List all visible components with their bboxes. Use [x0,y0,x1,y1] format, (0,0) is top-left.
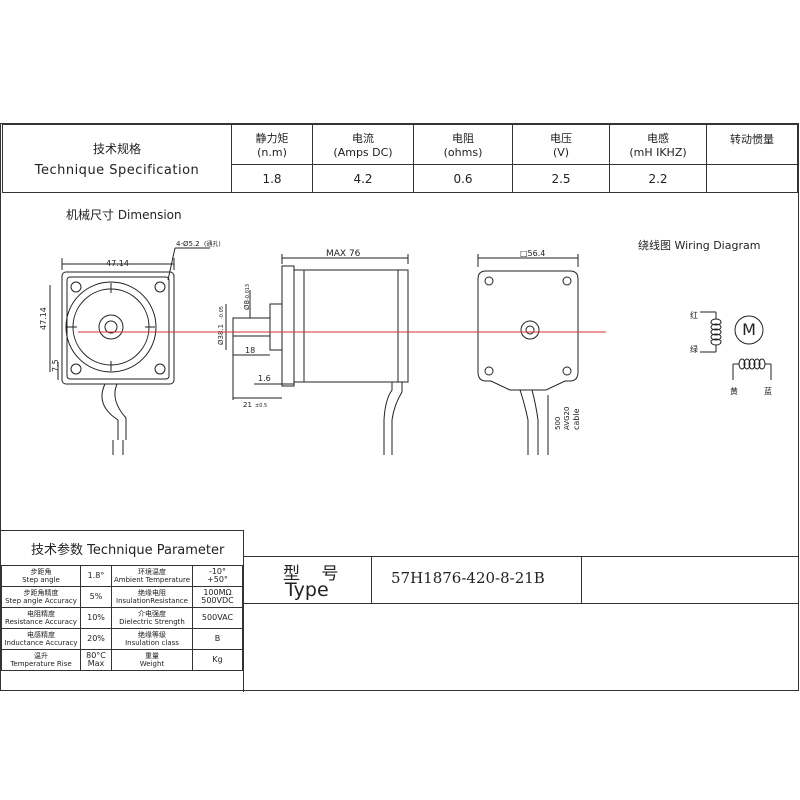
dimension-title: 机械尺寸 Dimension [66,207,182,222]
side-shaft-tol: -0.013 [245,284,251,300]
side-view [225,254,409,455]
back-cable-len: 500 [554,417,562,430]
type-label-cn: 型 号 [283,564,347,584]
spec-head-voltage: 电压(V) [512,124,610,165]
spec-head-torque: 静力矩(n.m) [231,124,313,165]
spec-value-current: 4.2 [312,164,414,193]
front-view [49,247,210,455]
wiring-motor-symbol: M [742,320,756,339]
wiring-title: 绕线图 Wiring Diagram [638,238,760,252]
front-holes-note: (通孔) [204,240,221,248]
spec-head-resistance: 电阻(ohms) [413,124,513,165]
wiring-label-red: 红 [690,310,698,320]
spec-value-voltage: 2.5 [512,164,610,193]
front-offset-label: 7.5 [51,359,60,372]
front-width-label: 47.14 [106,259,129,268]
spec-title-cell: 技术规格 Technique Specification [2,124,232,193]
spec-value-torque: 1.8 [231,164,313,193]
type-row: 型 号 Type 57H1876-420-8-21B [243,556,799,604]
back-cable-word: cable [572,408,581,430]
spec-value-inertia [706,164,798,193]
wiring-label-green: 绿 [690,345,698,354]
side-shafttotal-tol: ±0.5 [255,403,267,409]
spec-table: 技术规格 Technique Specification 静力矩(n.m) 电流… [2,124,798,193]
side-flangethk-label: 1.6 [258,374,271,383]
parameter-title: 技术参数 Technique Parameter [31,542,225,558]
front-holes-label: 4-Ø5.2 [176,240,200,248]
side-flange-tol: -0.05 [219,306,225,319]
side-shaft-label: Ø8 [243,300,251,310]
type-divider [371,557,372,603]
spec-title-cn: 技术规格 [92,141,141,156]
spec-title-en: Technique Specification [34,162,200,178]
side-flange-label: Ø38.1 [217,324,225,345]
back-cable-spec: AVG20 [563,407,571,430]
wiring-diagram [700,311,772,380]
spec-value-inductance: 2.2 [609,164,707,193]
spec-head-inductance: 电感(mH IKHZ) [609,124,707,165]
side-shaftlen-label: 18 [245,346,255,355]
side-maxlen-label: MAX 76 [326,249,361,259]
drawing-frame [0,123,799,691]
front-height-label: 47.14 [39,307,48,330]
back-view [477,254,579,455]
wiring-label-yellow: 黄 [730,386,738,396]
spec-value-resistance: 0.6 [413,164,513,193]
back-square-label: □56.4 [520,249,545,258]
type-divider [581,557,582,603]
side-shafttotal-label: 21 [243,401,252,409]
spec-head-inertia: 转动惯量 [706,124,798,165]
type-label-en: Type [285,579,329,601]
wiring-label-blue: 蓝 [764,386,772,396]
type-value: 57H1876-420-8-21B [391,569,545,587]
